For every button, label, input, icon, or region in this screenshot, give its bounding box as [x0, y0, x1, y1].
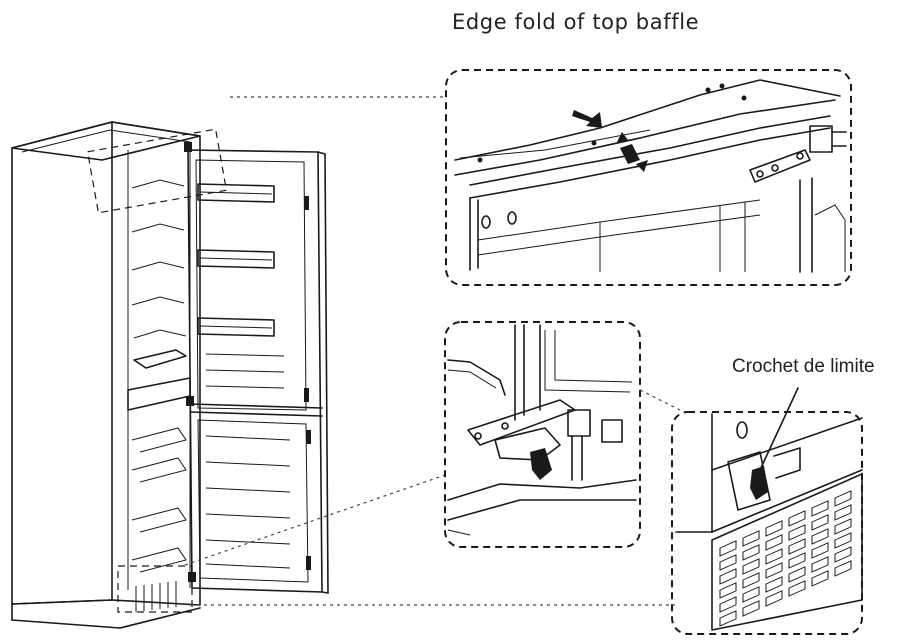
grille-slot — [719, 610, 737, 627]
grille-slot — [811, 514, 829, 531]
grille-slot — [742, 572, 760, 589]
grille-slot — [719, 554, 737, 571]
fridge-door — [184, 142, 329, 594]
hook-pointer-line — [759, 387, 799, 471]
grille-slot — [788, 552, 806, 569]
inset-hinge — [444, 321, 641, 548]
grille-slot — [788, 580, 806, 597]
grille-slot — [811, 500, 829, 517]
grille-slot — [765, 590, 783, 607]
limit-hook-callout: Crochet de limite — [732, 356, 875, 377]
grille-slot — [834, 560, 852, 577]
top-baffle-callout: Edge fold of top baffle — [452, 10, 700, 34]
grille-slot — [742, 600, 760, 617]
grille-slot — [788, 538, 806, 555]
grille-slot — [742, 530, 760, 547]
grille-slot — [834, 490, 852, 507]
grille-slot — [834, 532, 852, 549]
top-zone-marker — [86, 128, 228, 214]
grille-slot — [811, 570, 829, 587]
grille-slot — [834, 518, 852, 535]
grille-slot — [765, 548, 783, 565]
grille-slot — [742, 544, 760, 561]
grille-slot — [742, 558, 760, 575]
grille-slot — [719, 596, 737, 613]
grille-slot — [834, 546, 852, 563]
grille-slot — [719, 540, 737, 557]
grille-slot — [765, 520, 783, 537]
grille-slot — [719, 568, 737, 585]
bottom-zone-marker — [117, 565, 193, 613]
fridge-cabinet — [11, 121, 201, 629]
grille-slot — [788, 510, 806, 527]
grille-slot — [765, 562, 783, 579]
inset-top-baffle — [445, 69, 852, 286]
grille-slot — [811, 528, 829, 545]
grille-slot — [788, 566, 806, 583]
grille-slot — [719, 582, 737, 599]
grille-slot — [742, 586, 760, 603]
grille-slot — [834, 504, 852, 521]
vent-grille — [711, 473, 863, 631]
inset-limit-hook — [671, 387, 863, 635]
leader-inset-link — [639, 389, 681, 411]
grille-slot — [765, 576, 783, 593]
grille-slot — [765, 534, 783, 551]
grille-slot — [811, 556, 829, 573]
grille-slot — [788, 524, 806, 541]
grille-slot — [811, 542, 829, 559]
